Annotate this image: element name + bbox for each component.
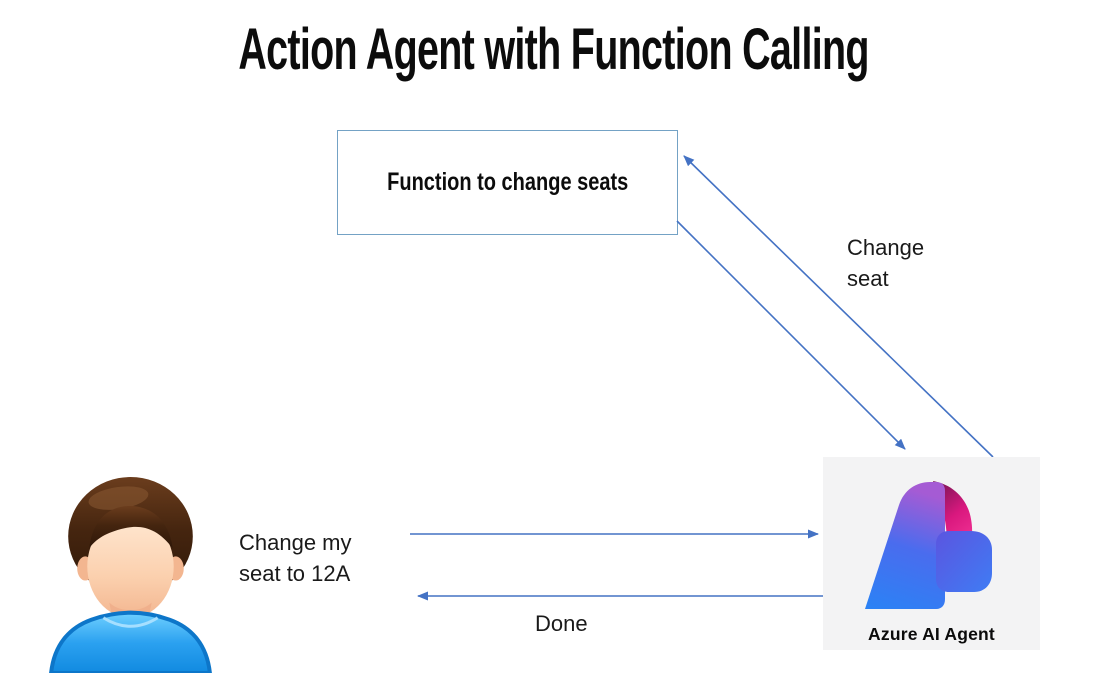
logo-main-shape	[865, 482, 945, 609]
person-icon	[49, 477, 212, 673]
azure-ai-agent-logo-icon	[865, 481, 992, 609]
function-box-node: Function to change seats	[337, 130, 678, 235]
page-title: Action Agent with Function Calling	[0, 16, 1107, 83]
logo-small-block	[936, 531, 992, 592]
arrow-agent-to-function	[683, 155, 994, 458]
change-seat-label-line2: seat	[847, 266, 889, 291]
person-hair-fringe	[89, 505, 173, 549]
person-hair-shine	[88, 486, 149, 510]
page-title-text: Action Agent with Function Calling	[238, 17, 869, 82]
arrow-function-to-agent	[676, 220, 906, 450]
person-shirt	[49, 610, 212, 673]
person-face	[87, 515, 174, 618]
function-box-label: Function to change seats	[386, 168, 629, 196]
user-request-label-line1: Change my	[239, 530, 352, 555]
change-seat-label: Change seat	[847, 232, 924, 294]
person-collar	[102, 616, 159, 628]
user-request-label-line2: seat to 12A	[239, 561, 351, 586]
agent-caption: Azure AI Agent	[868, 624, 995, 644]
agent-node: Azure AI Agent	[823, 457, 1040, 650]
user-request-label: Change my seat to 12A	[239, 527, 352, 589]
done-label: Done	[535, 611, 588, 636]
change-seat-label-line1: Change	[847, 235, 925, 260]
